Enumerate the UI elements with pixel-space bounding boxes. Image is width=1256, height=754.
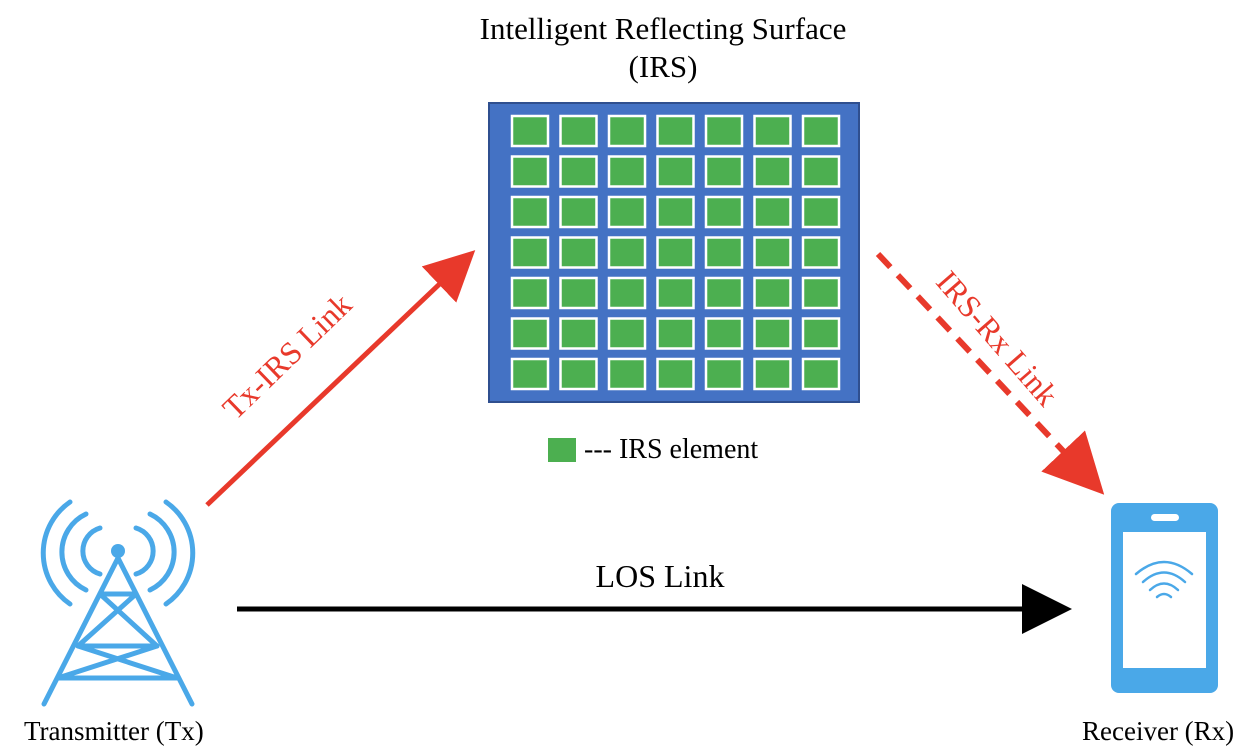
irs-element [704,317,744,350]
irs-element [753,155,792,188]
irs-element [510,317,550,350]
irs-element [656,317,695,350]
tx-irs-link-arrow [205,250,476,507]
irs-element [510,276,550,310]
irs-element [753,317,792,350]
irs-element [607,276,647,310]
irs-element [656,114,695,148]
irs-element [656,357,695,391]
irs-element [801,236,841,269]
irs-element [753,114,792,148]
irs-element [656,195,695,229]
irs-element [753,236,792,269]
irs-element [607,236,647,269]
diagram-subtitle: (IRS) [628,49,698,84]
irs-element [704,114,744,148]
irs-element [607,114,647,148]
irs-element [510,357,550,391]
irs-element [607,357,647,391]
irs-element [510,155,550,188]
irs-panel [488,102,860,403]
irs-element [559,317,598,350]
irs-element [656,155,695,188]
smartphone-wifi-icon [1111,503,1218,693]
irs-element [801,317,841,350]
irs-element [704,236,744,269]
irs-element [656,236,695,269]
irs-element [801,357,841,391]
irs-element [801,114,841,148]
irs-element [704,276,744,310]
irs-element [510,114,550,148]
irs-element [704,357,744,391]
irs-element [559,357,598,391]
irs-element [801,276,841,310]
irs-element [753,276,792,310]
irs-element [607,317,647,350]
irs-element [753,195,792,229]
irs-element [753,357,792,391]
irs-element [559,114,598,148]
diagram-title: Intelligent Reflecting Surface [479,11,847,46]
irs-element [510,195,550,229]
irs-element-grid [510,114,841,391]
irs-element [510,236,550,269]
irs-element-legend: --- IRS element [548,434,758,466]
irs-element [559,276,598,310]
receiver-label: Receiver (Rx) [1082,716,1235,746]
legend-swatch [548,438,576,462]
los-link-label: LOS Link [595,558,725,594]
irs-element [656,276,695,310]
irs-element [607,195,647,229]
irs-element [801,155,841,188]
irs-element [607,155,647,188]
irs-element [559,155,598,188]
irs-element [704,195,744,229]
irs-element [559,195,598,229]
transmitter-label: Transmitter (Tx) [24,716,204,746]
tower-antenna-icon [40,499,196,707]
irs-element [704,155,744,188]
irs-element [801,195,841,229]
legend-text: --- IRS element [584,434,759,465]
irs-rx-link-arrow [875,251,1105,495]
irs-element [559,236,598,269]
